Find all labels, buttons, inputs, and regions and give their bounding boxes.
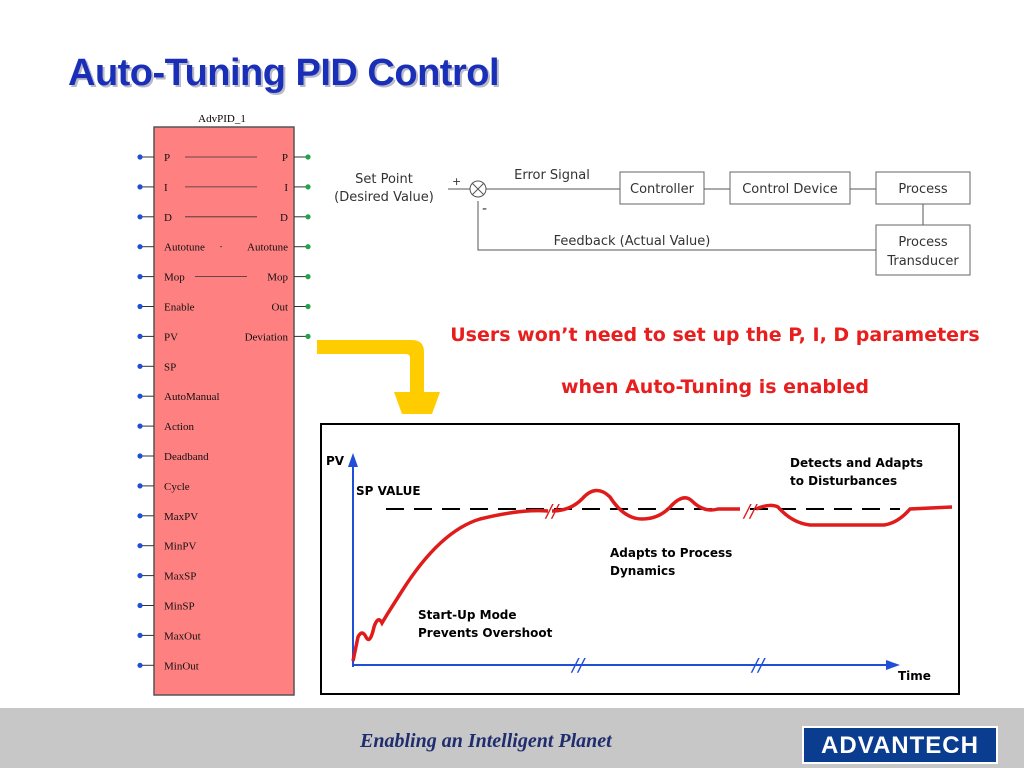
input-pin-label-11: Cycle (164, 481, 190, 493)
output-pin-dot-6 (305, 333, 311, 339)
axis-break-2: // (750, 655, 766, 676)
error-signal-label: Error Signal (514, 168, 590, 183)
input-pin-dot-1 (137, 184, 143, 190)
advantech-logo: ADVANTECH (802, 726, 998, 764)
startup-curve (351, 508, 549, 662)
detects-annotation-line2: to Disturbances (790, 474, 897, 488)
input-pin-dot-16 (137, 632, 143, 639)
input-pin-label-9: Action (164, 421, 194, 433)
input-pin-label-1: I (164, 182, 168, 194)
minus-sign: - (482, 201, 487, 217)
transducer-label: Process (898, 235, 948, 250)
input-pin-dot-4 (137, 274, 143, 280)
input-pin-dot-14 (137, 573, 143, 579)
input-pin-label-6: PV (164, 331, 178, 343)
output-pin-dot-3 (305, 244, 311, 250)
x-axis-label: Time (898, 669, 931, 683)
setpoint-label: Set Point (355, 172, 413, 187)
transducer-sublabel: Transducer (886, 254, 959, 269)
input-pin-label-3: Autotune (164, 242, 205, 254)
output-pin-label-5: Out (272, 302, 289, 314)
input-pin-dot-0 (137, 154, 143, 160)
startup-annotation-line2: Prevents Overshoot (418, 626, 553, 640)
input-pin-label-15: MinSP (164, 601, 195, 613)
adapt-curve (551, 488, 740, 521)
yellow-arrow-icon (317, 340, 440, 414)
input-pin-label-16: MaxOut (164, 630, 201, 642)
input-pin-label-13: MinPV (164, 541, 196, 553)
input-pin-label-17: MinOut (164, 660, 199, 672)
curve-break-2: // (742, 501, 758, 522)
feedback-loop-diagram: Set Point (Desired Value) + - Error Sign… (334, 168, 971, 276)
output-pin-dot-1 (305, 184, 311, 190)
page-title: Auto-Tuning PID Control (68, 52, 500, 94)
y-axis-label: PV (326, 454, 345, 468)
callout-line-2: when Auto-Tuning is enabled (560, 376, 870, 398)
output-pin-dot-2 (305, 214, 311, 220)
controller-label: Controller (630, 182, 695, 197)
callout-line-1: Users won’t need to set up the P, I, D p… (450, 324, 980, 346)
process-label: Process (898, 182, 948, 197)
axis-break-1: // (570, 655, 586, 676)
block-instance-name: AdvPID_1 (198, 113, 246, 125)
input-pin-dot-7 (137, 363, 143, 369)
input-pin-label-8: AutoManual (164, 391, 220, 403)
output-pin-dot-4 (305, 274, 311, 280)
y-axis-arrowhead (348, 453, 358, 467)
input-pin-label-12: MaxPV (164, 511, 198, 523)
input-pin-dot-6 (137, 333, 143, 339)
output-pin-label-6: Deviation (245, 331, 289, 343)
startup-annotation-line1: Start-Up Mode (418, 608, 517, 622)
adapts-annotation-line2: Dynamics (610, 564, 675, 578)
footer-tagline: Enabling an Intelligent Planet (360, 730, 612, 752)
feedback-line (477, 201, 876, 251)
control-device-box (729, 171, 851, 205)
process-box (875, 171, 971, 205)
input-pin-dot-12 (137, 513, 143, 519)
input-pin-dot-8 (137, 393, 143, 399)
input-pin-label-14: MaxSP (164, 571, 196, 583)
output-pin-label-0: P (282, 152, 288, 164)
input-pin-dot-9 (137, 423, 143, 429)
sp-value-label: SP VALUE (356, 484, 421, 498)
feedback-label: Feedback (Actual Value) (554, 234, 711, 249)
input-pin-dot-13 (137, 543, 143, 549)
input-pin-dot-10 (137, 453, 143, 459)
plus-sign: + (452, 175, 461, 188)
output-pin-label-1: I (284, 182, 288, 194)
output-pin-label-3: Autotune (247, 242, 288, 254)
curve-break-1: // (544, 501, 560, 522)
footer-bar: Enabling an Intelligent Planet ADVANTECH (0, 708, 1024, 768)
arrow-shape (317, 340, 440, 414)
adapts-annotation-line1: Adapts to Process (610, 546, 732, 560)
output-pin-label-4: Mop (267, 272, 288, 284)
disturbance-curve (755, 503, 953, 527)
output-pin-label-2: D (280, 212, 288, 224)
input-pin-label-0: P (164, 152, 170, 164)
pv-response-chart: PV Time SP VALUE // // // // Start-Up Mo… (320, 423, 960, 695)
input-pin-label-2: D (164, 212, 172, 224)
input-pin-label-4: Mop (164, 272, 185, 284)
control-device-label: Control Device (742, 182, 838, 197)
input-pin-dot-2 (137, 214, 143, 220)
x-axis-arrowhead (886, 660, 900, 670)
input-pin-dot-5 (137, 303, 143, 310)
input-pin-dot-3 (137, 244, 143, 250)
input-pin-dot-11 (137, 483, 143, 489)
input-pin-label-7: SP (164, 361, 176, 373)
detects-annotation-line1: Detects and Adapts (790, 456, 923, 470)
transducer-box (875, 224, 971, 276)
output-pin-dot-5 (305, 303, 311, 310)
input-pin-dot-15 (137, 602, 143, 609)
advpid-function-block: AdvPID_1 AdvPID PIDAutotuneMopEnablePVSP… (137, 113, 311, 696)
summing-cross-b (471, 182, 485, 196)
input-pin-label-10: Deadband (164, 451, 209, 463)
setpoint-sublabel: (Desired Value) (334, 190, 434, 205)
input-pin-label-5: Enable (164, 302, 195, 314)
block-body (153, 126, 295, 696)
output-pin-dot-0 (305, 154, 311, 160)
input-pin-dot-17 (137, 662, 143, 668)
controller-box (619, 171, 705, 205)
